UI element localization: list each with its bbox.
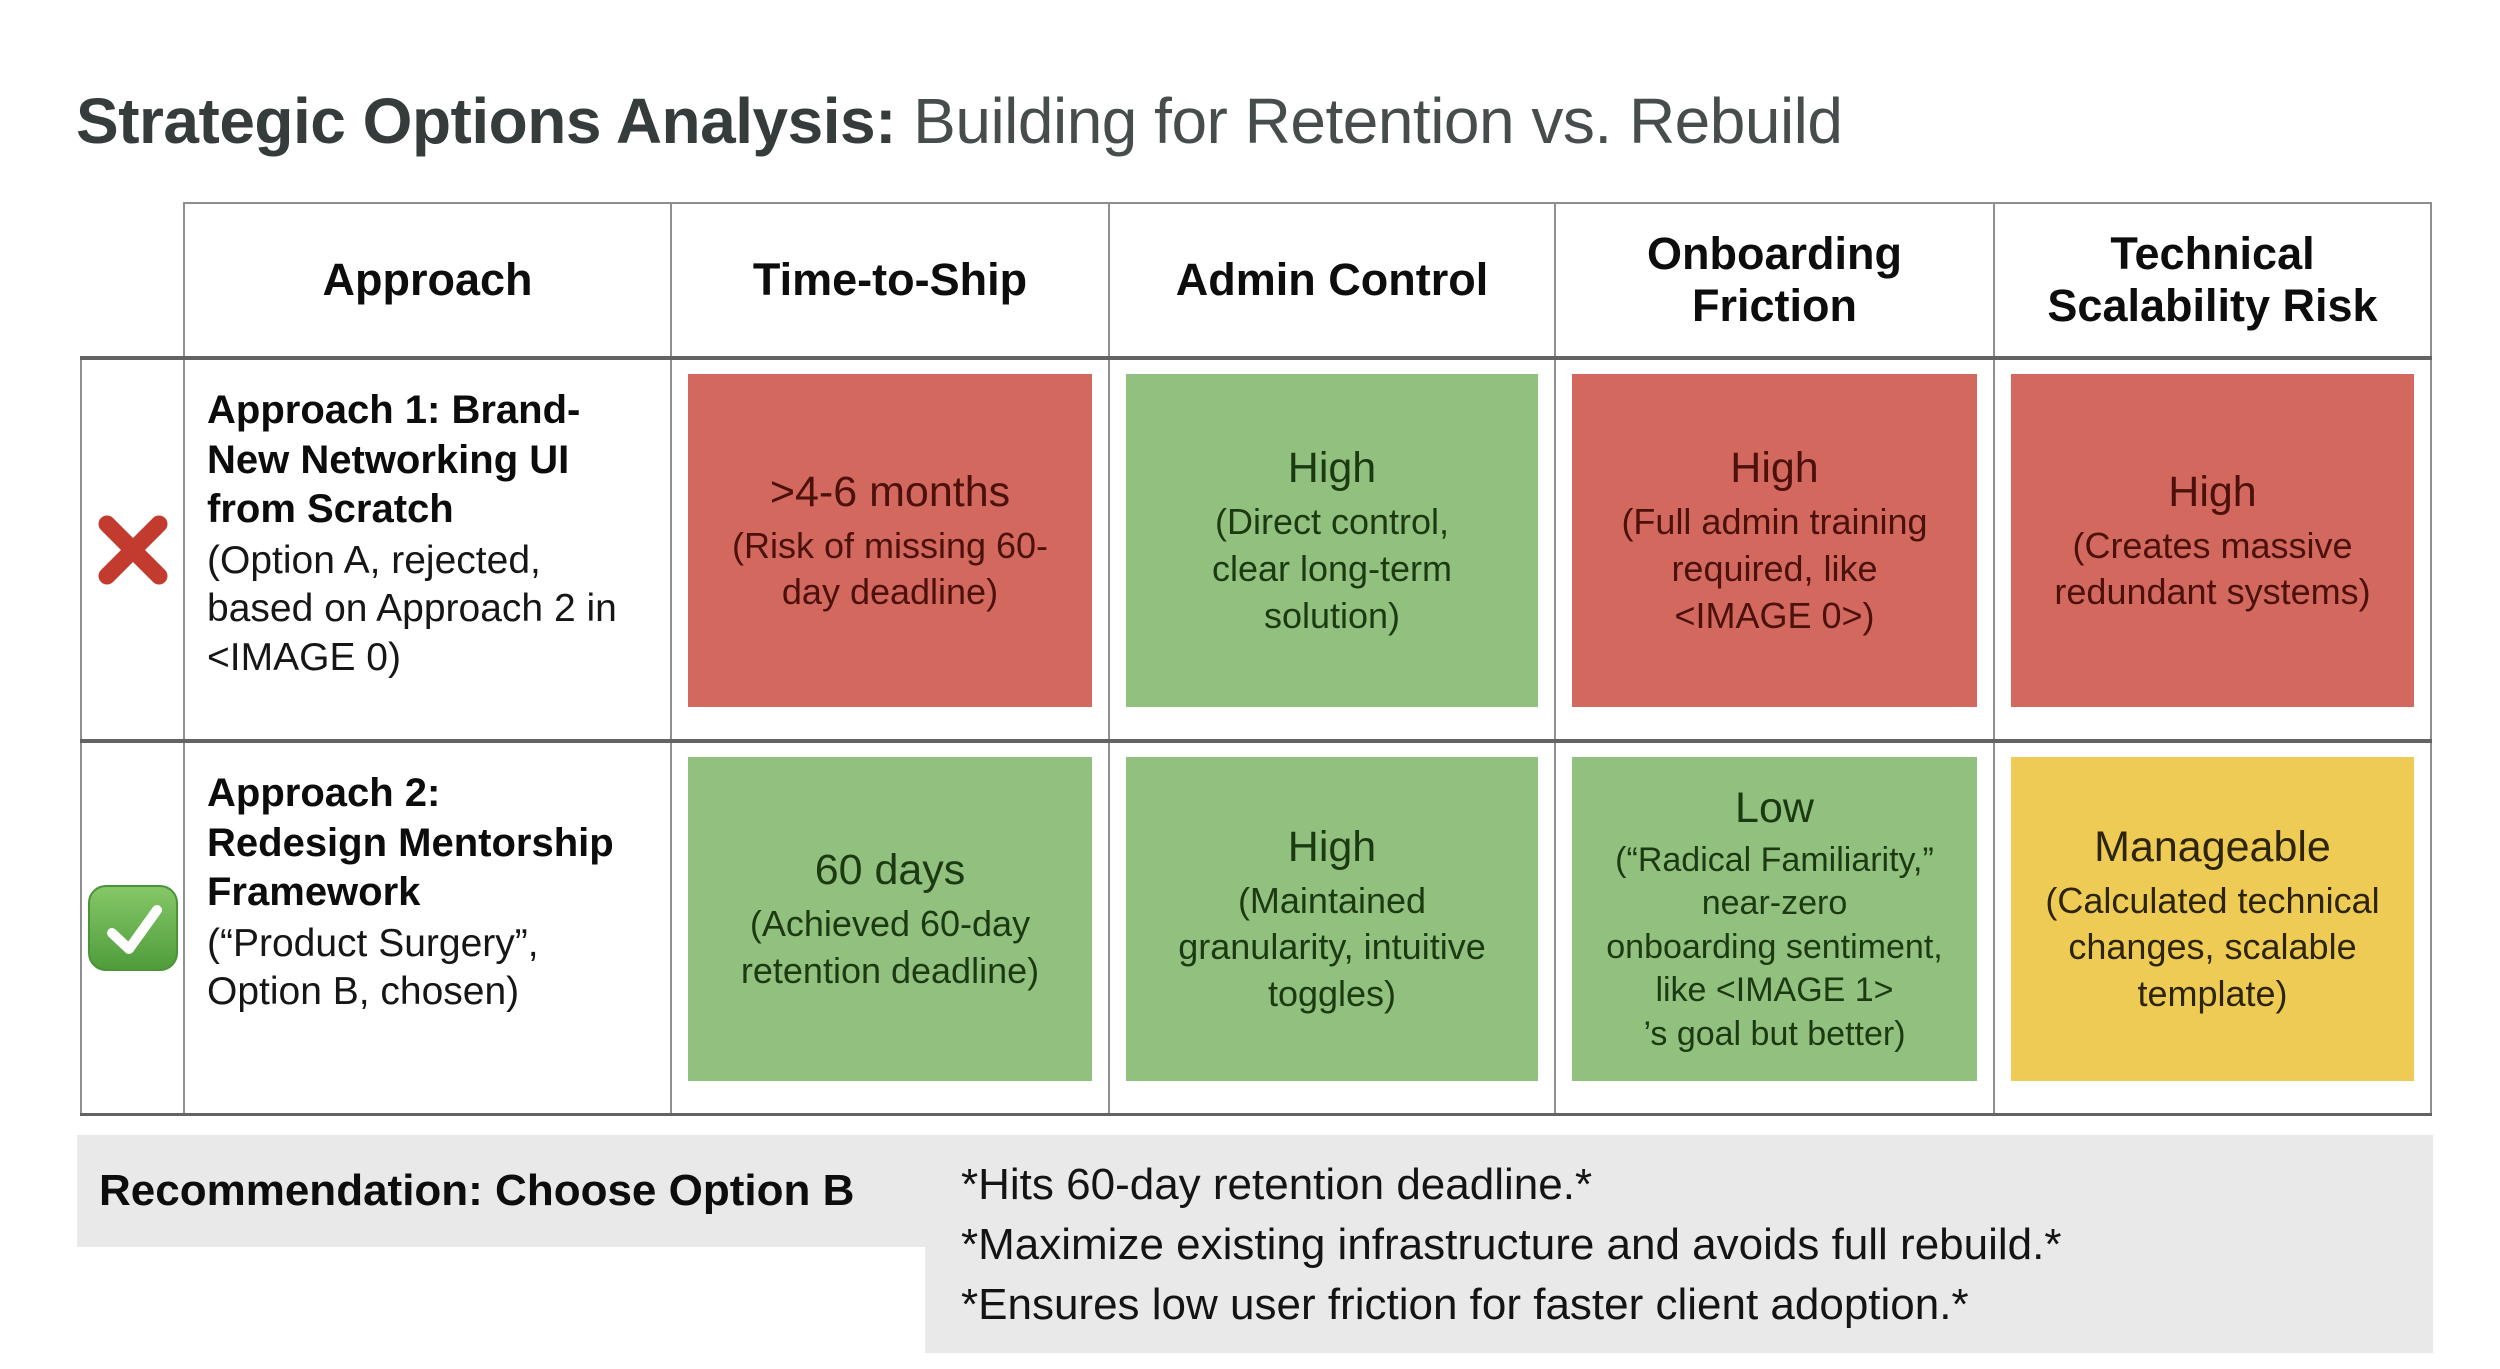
- rating-value: High: [1730, 444, 1819, 493]
- row1-onboarding-friction-cell: High (Full admin training required, like…: [1554, 356, 1995, 743]
- row1-status-cell: [80, 356, 185, 743]
- page-title-emphasis: Strategic Options Analysis:: [76, 85, 896, 157]
- approach-1-name: Approach 1: Brand- New Networking UI fro…: [207, 388, 581, 532]
- row1-time-to-ship-cell: >4-6 months (Risk of missing 60- day dea…: [670, 356, 1110, 743]
- header-cell-admin-control: Admin Control: [1108, 202, 1556, 360]
- row2-status-cell: [80, 740, 185, 1116]
- rating-box: High (Direct control, clear long-term so…: [1126, 374, 1538, 707]
- rating-value: >4-6 months: [769, 467, 1011, 516]
- rating-value: Manageable: [2094, 822, 2331, 871]
- rating-note: (Risk of missing 60- day deadline): [731, 524, 1049, 613]
- rating-value: High: [1287, 822, 1377, 871]
- rating-box: High (Full admin training required, like…: [1572, 374, 1977, 707]
- recommendation-label: Recommendation: Choose Option B: [99, 1166, 855, 1215]
- recommendation-notes: *Hits 60-day retention deadline.* *Maxim…: [925, 1135, 2433, 1353]
- check-mark-icon: [83, 884, 182, 972]
- header-row: Approach Time-to-Ship Admin Control Onbo…: [81, 202, 2432, 360]
- rating-note: (Creates massive redundant systems): [2054, 524, 2371, 613]
- page-title-subtitle: Building for Retention vs. Rebuild: [895, 85, 1843, 157]
- approach-1-note: (Option A, rejected, based on Approach 2…: [207, 538, 617, 679]
- rating-value: Low: [1735, 784, 1814, 833]
- rating-note: (Full admin training required, like <IMA…: [1621, 501, 1928, 636]
- recommendation-bullet: *Ensures low user friction for faster cl…: [961, 1279, 1969, 1329]
- rating-box: High (Maintained granularity, intuitive …: [1126, 757, 1538, 1081]
- header-cell-technical-scalability-risk: Technical Scalability Risk: [1993, 202, 2432, 360]
- header-cell-onboarding-friction: Onboarding Friction: [1554, 202, 1995, 360]
- rating-value: 60 days: [814, 846, 966, 894]
- cross-mark-icon: [83, 509, 182, 591]
- recommendation-bullet: *Maximize existing infrastructure and av…: [961, 1219, 2062, 1269]
- rating-value: High: [1287, 444, 1377, 493]
- rating-box: Manageable (Calculated technical changes…: [2011, 757, 2414, 1081]
- rating-box: High (Creates massive redundant systems): [2011, 374, 2414, 707]
- page-title: Strategic Options Analysis: Building for…: [76, 84, 1843, 158]
- rating-box: 60 days (Achieved 60-day retention deadl…: [688, 757, 1092, 1081]
- row2-technical-scalability-cell: Manageable (Calculated technical changes…: [1993, 740, 2432, 1116]
- recommendation-banner: Recommendation: Choose Option B: [77, 1135, 925, 1247]
- rating-note: (Direct control, clear long-term solutio…: [1211, 501, 1453, 636]
- rating-note: (“Radical Familiarity,” near-zero onboar…: [1606, 840, 1943, 1053]
- table-row-approach-1: Approach 1: Brand- New Networking UI fro…: [80, 356, 2432, 743]
- approach-2-note: (“Product Surgery”, Option B, chosen): [207, 921, 539, 1014]
- row2-approach-cell: Approach 2: Redesign Mentorship Framewor…: [183, 740, 672, 1116]
- options-table: Approach Time-to-Ship Admin Control Onbo…: [80, 202, 2432, 1116]
- rating-note: (Achieved 60-day retention deadline): [740, 902, 1040, 991]
- header-cell-time-to-ship: Time-to-Ship: [670, 202, 1110, 360]
- row1-technical-scalability-cell: High (Creates massive redundant systems): [1993, 356, 2432, 743]
- recommendation-bullet: *Hits 60-day retention deadline.*: [961, 1160, 1593, 1209]
- rating-box: Low (“Radical Familiarity,” near-zero on…: [1572, 757, 1977, 1081]
- header-cell-empty: [81, 203, 184, 360]
- rating-note: (Maintained granularity, intuitive toggl…: [1178, 879, 1486, 1015]
- table-row-approach-2: Approach 2: Redesign Mentorship Framewor…: [80, 740, 2432, 1116]
- rating-note: (Calculated technical changes, scalable …: [2045, 879, 2380, 1015]
- header-cell-approach: Approach: [183, 202, 672, 360]
- approach-2-name: Approach 2: Redesign Mentorship Framewor…: [207, 771, 614, 915]
- row2-time-to-ship-cell: 60 days (Achieved 60-day retention deadl…: [670, 740, 1110, 1116]
- row1-approach-cell: Approach 1: Brand- New Networking UI fro…: [183, 356, 672, 743]
- row2-admin-control-cell: High (Maintained granularity, intuitive …: [1108, 740, 1556, 1116]
- rating-box: >4-6 months (Risk of missing 60- day dea…: [688, 374, 1092, 707]
- rating-value: High: [2168, 467, 2257, 516]
- row2-onboarding-friction-cell: Low (“Radical Familiarity,” near-zero on…: [1554, 740, 1995, 1116]
- row1-admin-control-cell: High (Direct control, clear long-term so…: [1108, 356, 1556, 743]
